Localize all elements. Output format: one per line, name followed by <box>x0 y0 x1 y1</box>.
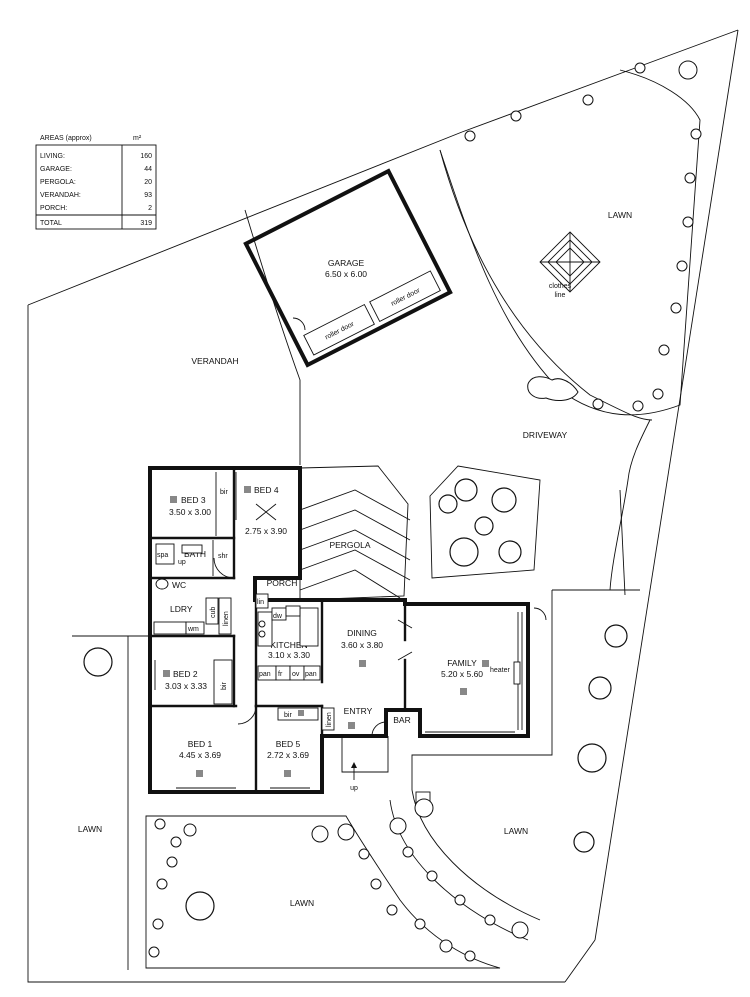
bed5-name: BED 5 <box>276 739 301 749</box>
bath-spa: spa <box>157 552 168 559</box>
bed3-marker <box>170 496 177 503</box>
area-value-garage: 44 <box>144 166 152 173</box>
bath-shr: shr <box>218 553 228 560</box>
area-label-total: TOTAL <box>40 220 62 227</box>
area-label-verandah: VERANDAH: <box>40 192 81 199</box>
driveway-edges <box>244 69 701 790</box>
southeast-garden <box>389 624 628 941</box>
areas-table: AREAS (approx) m² LIVING: 160 GARAGE: 44… <box>35 135 157 230</box>
kitchen-name: KITCHEN <box>270 640 307 650</box>
bed4-size: 2.75 x 3.90 <box>245 526 287 536</box>
entry-marker <box>348 722 355 729</box>
kitchen-fr: fr <box>278 671 283 678</box>
lawn-se-label: LAWN <box>504 826 528 836</box>
bed2-name: BED 2 <box>173 669 198 679</box>
kitchen-ov: ov <box>292 671 300 678</box>
area-label-living: LIVING: <box>40 153 65 160</box>
area-value-porch: 2 <box>148 205 152 212</box>
fixture-cub: cub <box>210 607 217 618</box>
area-value-living: 160 <box>140 153 152 160</box>
bed5-bir: bir <box>284 712 292 719</box>
bed3-size: 3.50 x 3.00 <box>169 507 211 517</box>
west-garden <box>72 635 150 970</box>
family-name: FAMILY <box>447 658 477 668</box>
bed1-size: 4.45 x 3.69 <box>179 750 221 760</box>
bed3-bir: bir <box>220 489 228 496</box>
family-heater: heater <box>490 667 511 674</box>
south-garden <box>145 815 501 969</box>
entry-label: ENTRY <box>344 706 373 716</box>
area-label-garage: GARAGE: <box>40 166 72 173</box>
tree-bed <box>429 465 541 579</box>
clothes-line-icon <box>539 231 601 293</box>
family-heater-marker <box>482 660 489 667</box>
bath-name: BATH <box>184 549 206 559</box>
garage-size: 6.50 x 6.00 <box>325 269 367 279</box>
ceiling-fan-icon <box>255 503 277 521</box>
bed5-size: 2.72 x 3.69 <box>267 750 309 760</box>
bath-up: up <box>178 559 186 566</box>
bed4-name: BED 4 <box>254 485 279 495</box>
bed5-marker <box>284 770 291 777</box>
area-value-pergola: 20 <box>144 179 152 186</box>
garage-name: GARAGE <box>328 258 365 268</box>
dining-size: 3.60 x 3.80 <box>341 640 383 650</box>
garage: roller door roller door <box>243 168 453 368</box>
bed3-name: BED 3 <box>181 495 206 505</box>
fixture-lin: lin <box>257 599 264 606</box>
bed2-marker <box>163 670 170 677</box>
family-marker <box>460 688 467 695</box>
lawn-s-label: LAWN <box>290 898 314 908</box>
bed1-name: BED 1 <box>188 739 213 749</box>
kitchen-pan-2: pan <box>305 671 317 678</box>
bed1-marker <box>196 770 203 777</box>
area-value-verandah: 93 <box>144 192 152 199</box>
entry-up: up <box>350 785 358 792</box>
ne-shrubs <box>464 60 702 412</box>
bed2-bir: bir <box>221 682 228 690</box>
ldry-name: LDRY <box>170 604 193 614</box>
fixture-linen-1: linen <box>223 611 230 626</box>
bar-label: BAR <box>393 715 410 725</box>
entry-path <box>341 736 389 780</box>
fixture-linen-2: linen <box>326 712 333 727</box>
pergola-label: PERGOLA <box>329 540 370 550</box>
clothes-line-label-2: line <box>555 292 566 299</box>
bed2-size: 3.03 x 3.33 <box>165 681 207 691</box>
kitchen-pan-1: pan <box>259 671 271 678</box>
porch-label: PORCH <box>267 578 298 588</box>
family-size: 5.20 x 5.60 <box>441 669 483 679</box>
area-value-total: 319 <box>140 220 152 227</box>
kitchen-size: 3.10 x 3.30 <box>268 650 310 660</box>
verandah-label: VERANDAH <box>191 356 238 366</box>
house-walls <box>148 466 530 794</box>
door-swings <box>213 557 547 737</box>
area-label-pergola: PERGOLA: <box>40 179 76 186</box>
ldry-wm: wm <box>187 626 199 633</box>
areas-header: AREAS (approx) <box>40 135 92 142</box>
driveway-label: DRIVEWAY <box>523 430 568 440</box>
kitchen-dw: dw <box>273 613 283 620</box>
dining-name: DINING <box>347 628 377 638</box>
lawn-ne-label: LAWN <box>608 210 632 220</box>
dining-marker <box>359 660 366 667</box>
rooms: BED 3 3.50 x 3.00 bir BED 4 2.75 x 3.90 … <box>153 472 521 777</box>
area-label-porch: PORCH: <box>40 205 67 212</box>
bed4-marker <box>244 486 251 493</box>
site-boundary <box>27 29 739 983</box>
pergola <box>299 465 411 601</box>
areas-unit: m² <box>133 135 142 142</box>
lawn-w-label: LAWN <box>78 824 102 834</box>
clothes-line-label-1: clothes <box>549 283 572 290</box>
wc-name: WC <box>172 580 186 590</box>
